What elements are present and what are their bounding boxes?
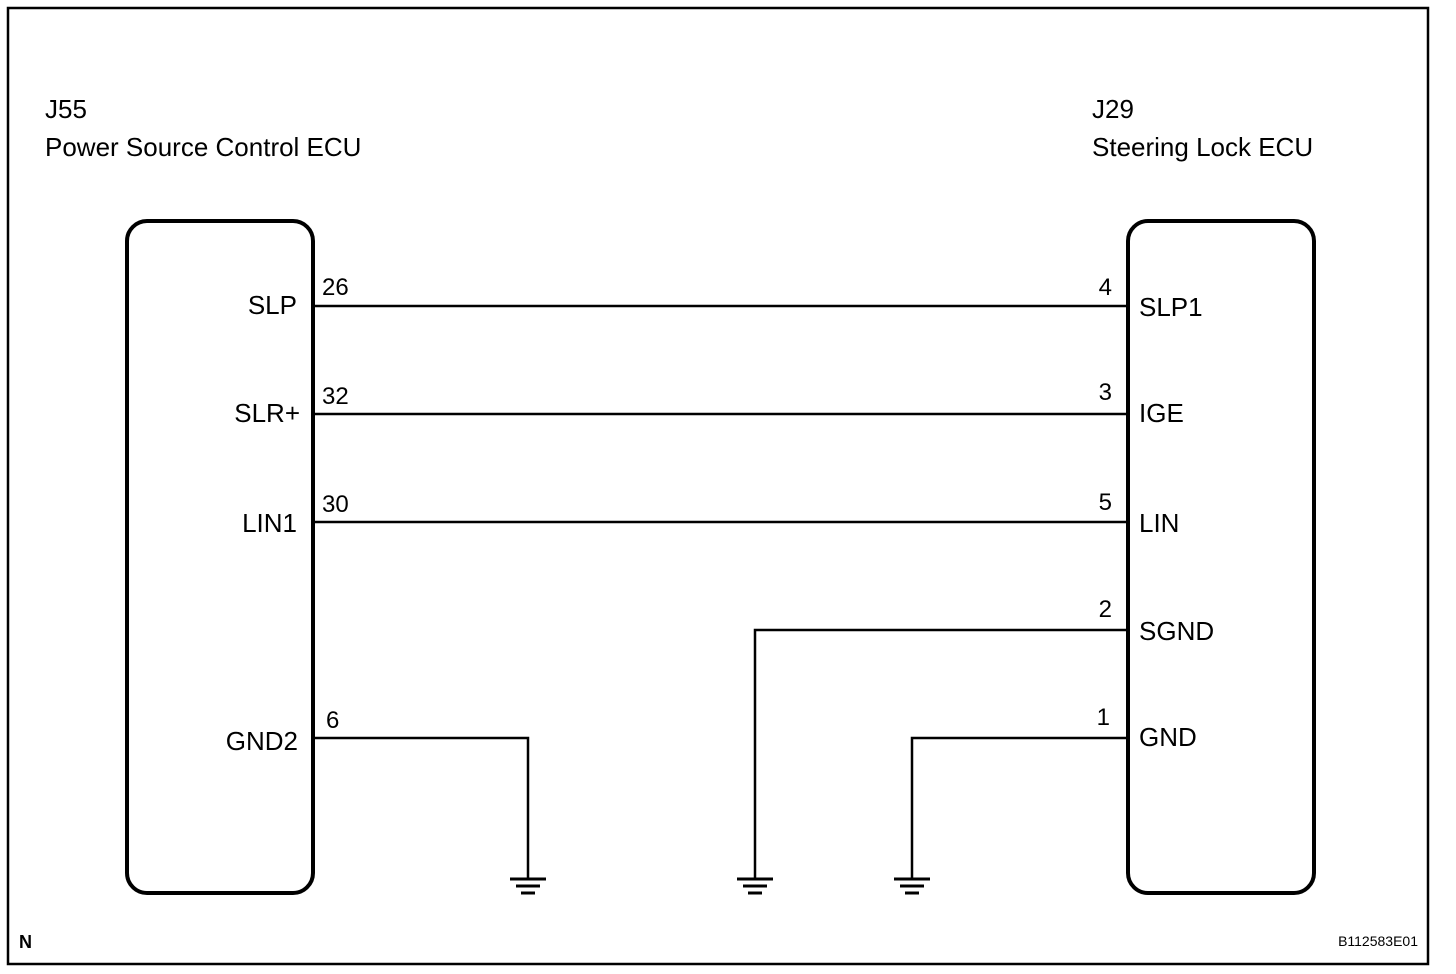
right-terminal-label: IGE xyxy=(1139,398,1184,428)
right-pin-number: 5 xyxy=(1099,489,1112,516)
right-pin-number: 2 xyxy=(1099,596,1112,623)
ground-symbol-icon xyxy=(510,877,546,895)
left-terminal-label: SLR+ xyxy=(234,398,300,428)
left-pin-number: 6 xyxy=(326,707,339,734)
right-ecu-code: J29 xyxy=(1092,94,1134,124)
right-terminal-label: LIN xyxy=(1139,508,1179,538)
wire-gnd-ground xyxy=(910,736,1128,878)
left-pin-number: 32 xyxy=(322,383,349,410)
left-pin-number: 30 xyxy=(322,491,349,518)
ground-symbol-icon xyxy=(737,877,773,895)
right-pin-number: 4 xyxy=(1099,274,1112,301)
ground-symbol-icon xyxy=(894,877,930,895)
diagram-frame xyxy=(6,6,1430,966)
right-terminal-label: GND xyxy=(1139,722,1197,752)
wire-sgnd-ground xyxy=(753,628,1128,878)
diagram-id: B112583E01 xyxy=(1338,933,1418,949)
right-terminal-label: SLP1 xyxy=(1139,292,1203,322)
left-terminal-label: LIN1 xyxy=(242,508,297,538)
right-terminal-label: SGND xyxy=(1139,616,1214,646)
left-terminal-label: SLP xyxy=(248,290,297,320)
right-ecu-box xyxy=(1126,219,1316,895)
left-ecu-box xyxy=(125,219,315,895)
left-pin-number: 26 xyxy=(322,274,349,301)
right-ecu-name: Steering Lock ECU xyxy=(1092,132,1313,162)
left-ecu-name: Power Source Control ECU xyxy=(45,132,361,162)
right-pin-number: 3 xyxy=(1099,379,1112,406)
wire-gnd2-ground xyxy=(313,736,530,878)
left-terminal-label: GND2 xyxy=(226,726,298,756)
corner-mark: N xyxy=(19,932,32,952)
right-pin-number: 1 xyxy=(1097,704,1110,731)
left-ecu-code: J55 xyxy=(45,94,87,124)
